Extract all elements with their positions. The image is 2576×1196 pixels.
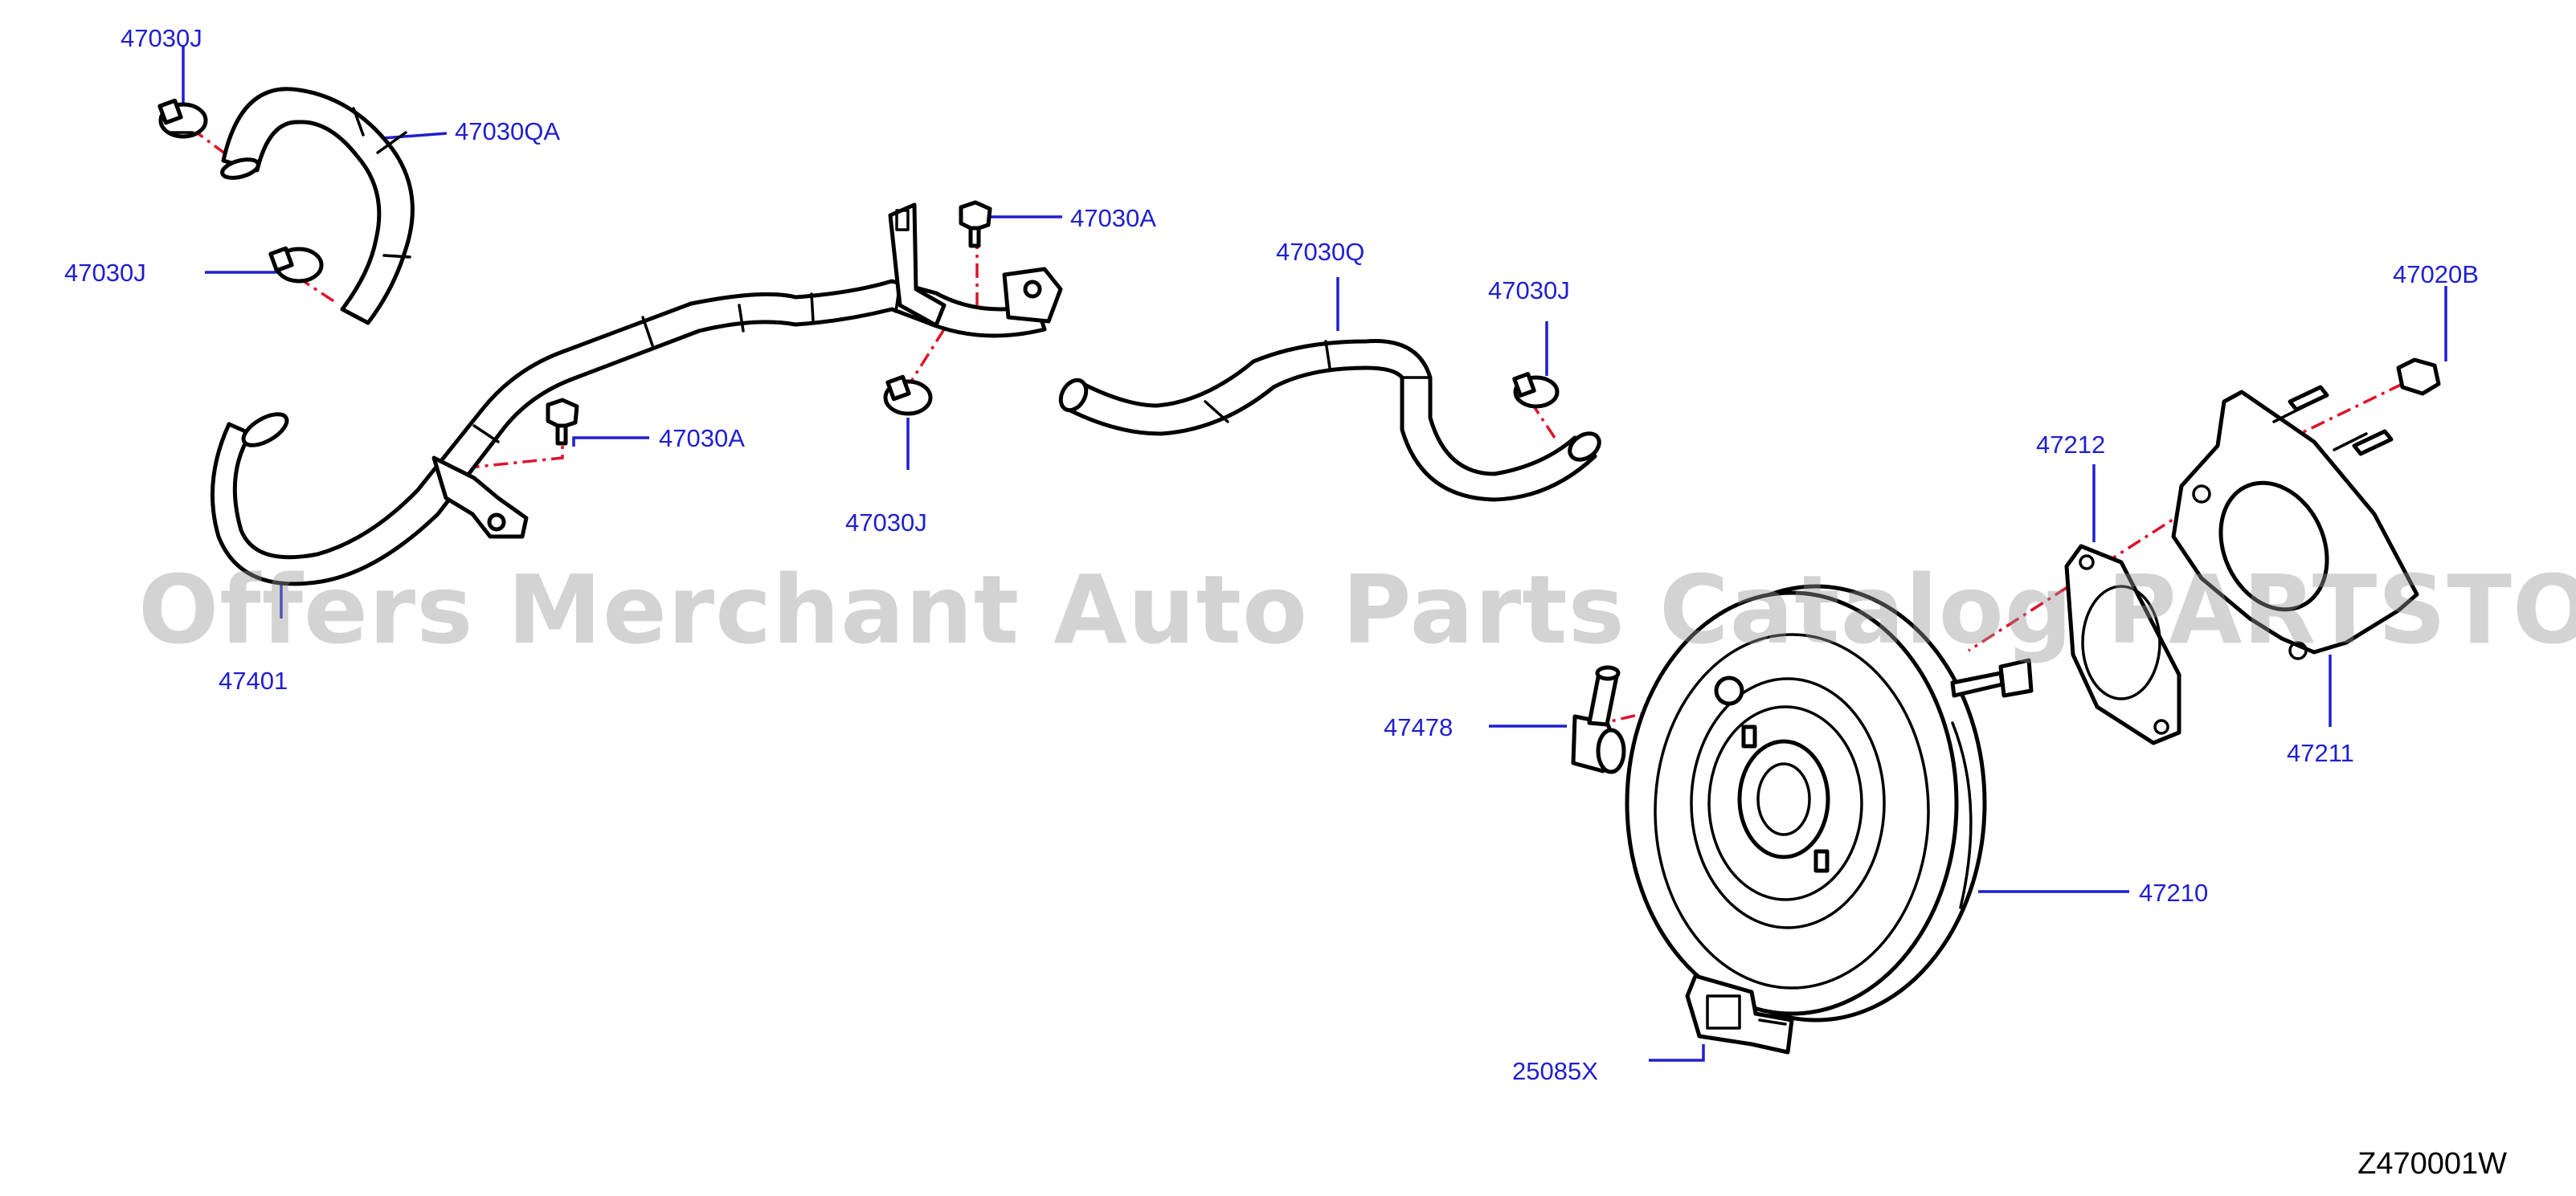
callout-47030a-lower[interactable]: 47030A — [659, 424, 745, 452]
booster-47210[interactable] — [1625, 584, 2034, 1023]
callout-47401[interactable]: 47401 — [219, 667, 288, 695]
nut-47020b[interactable] — [2396, 357, 2441, 396]
callout-47212[interactable]: 47212 — [2036, 431, 2106, 459]
clamp-47030j-mid[interactable] — [883, 374, 933, 416]
callout-47030j-top[interactable]: 47030J — [121, 24, 202, 52]
clamp-47030j-right[interactable] — [1512, 372, 1560, 409]
callout-47210[interactable]: 47210 — [2139, 879, 2209, 907]
check-valve-47478[interactable] — [1571, 665, 1626, 774]
pipe-47401[interactable] — [210, 202, 1063, 586]
bolt-47030a-lower[interactable] — [546, 398, 579, 446]
leader-lines — [182, 47, 2447, 1062]
clamp-47030j-left[interactable] — [268, 246, 324, 284]
callout-47030qa[interactable]: 47030QA — [455, 117, 560, 145]
drawing-code: Z470001W — [2357, 1147, 2507, 1181]
clamp-47030j-top[interactable] — [157, 98, 208, 139]
callout-47020b[interactable]: 47020B — [2393, 260, 2479, 288]
callout-47030j-mid[interactable]: 47030J — [845, 508, 927, 537]
callout-47211[interactable]: 47211 — [2287, 739, 2354, 767]
callout-47030a-upper[interactable]: 47030A — [1070, 204, 1156, 232]
hose-47030q[interactable] — [1056, 339, 1605, 502]
gasket-47212[interactable] — [2064, 544, 2181, 745]
hose-47030qa[interactable] — [220, 87, 415, 325]
callout-25085x[interactable]: 25085X — [1512, 1057, 1598, 1085]
callout-47030j-right[interactable]: 47030J — [1488, 276, 1570, 304]
plate-47211[interactable] — [2171, 385, 2419, 660]
sensor-25085x[interactable] — [1685, 974, 1794, 1055]
callout-47030q[interactable]: 47030Q — [1276, 238, 1365, 266]
callout-47030j-left[interactable]: 47030J — [64, 259, 146, 287]
bolt-47030a-upper[interactable] — [959, 200, 992, 248]
callout-47478[interactable]: 47478 — [1384, 713, 1454, 741]
